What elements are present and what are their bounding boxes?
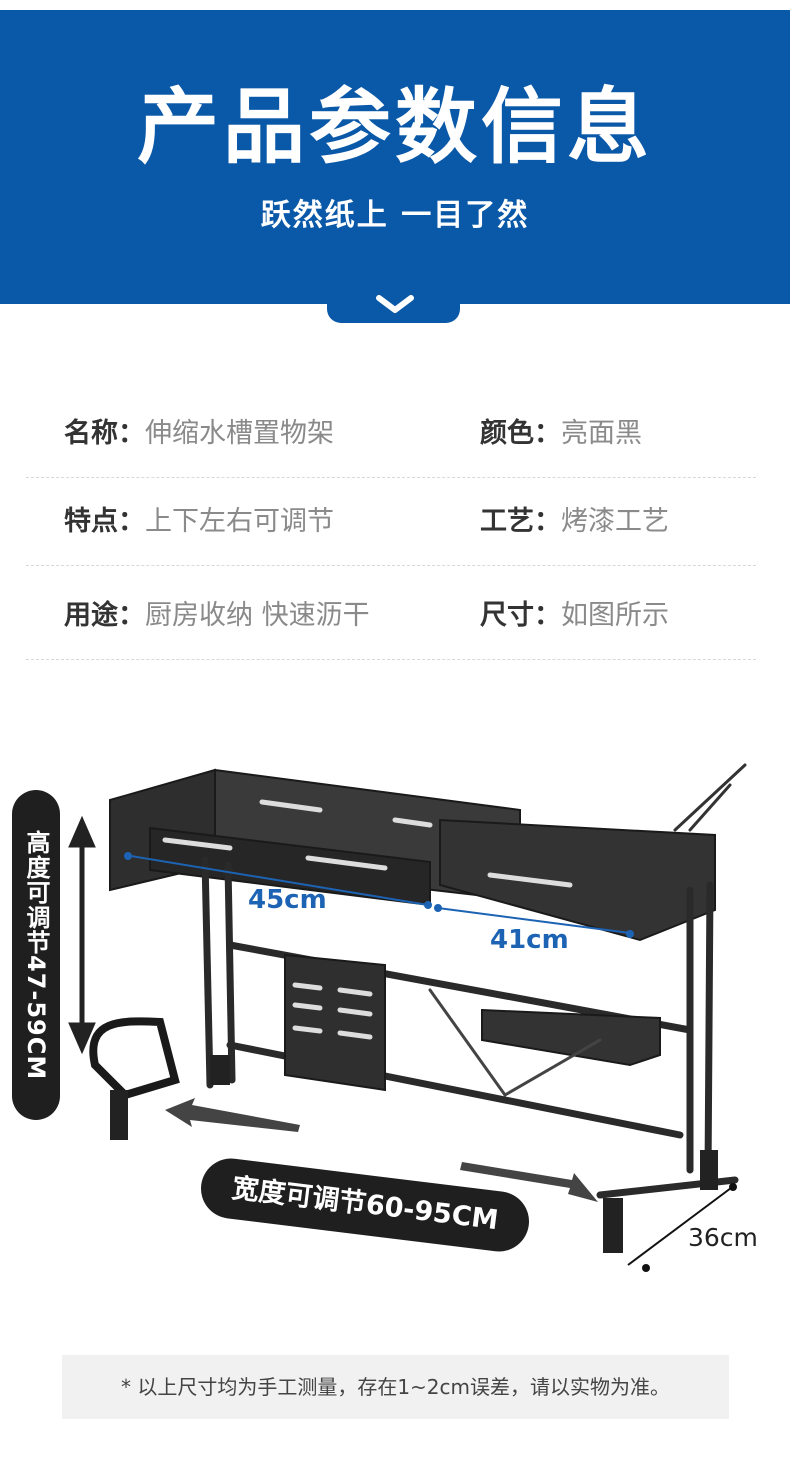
- product-diagram: [68, 763, 747, 1272]
- chevron-down-icon: [376, 295, 414, 313]
- header-banner: [0, 10, 790, 304]
- length-left-label: 45cm: [248, 885, 327, 915]
- spec-feature: 特点：上下左右可调节: [64, 506, 334, 537]
- page-subtitle: 跃然纸上 一目了然: [260, 198, 530, 233]
- spec-craft: 工艺：烤漆工艺: [480, 506, 669, 537]
- spec-usage: 用途：厨房收纳 快速沥干: [64, 600, 370, 631]
- length-right-label: 41cm: [490, 925, 569, 955]
- disclaimer-box: * 以上尺寸均为手工测量，存在1~2cm误差，请以实物为准。: [62, 1355, 729, 1419]
- width-arrow-right: [460, 1162, 598, 1202]
- rack-illustration: [89, 763, 747, 1253]
- spec-row: 用途：厨房收纳 快速沥干 尺寸：如图所示: [26, 572, 756, 660]
- height-arrow: [68, 815, 96, 1055]
- height-label: 高度可调节47-59CM: [22, 829, 50, 1081]
- depth-label: 36cm: [688, 1223, 758, 1252]
- divider: [26, 565, 756, 566]
- width-arrow-left: [165, 1098, 300, 1132]
- height-badge: [12, 790, 60, 1120]
- spec-color: 颜色：亮面黑: [480, 418, 642, 449]
- spec-row: 名称：伸缩水槽置物架 颜色：亮面黑: [26, 390, 756, 478]
- disclaimer-text: * 以上尺寸均为手工测量，存在1~2cm误差，请以实物为准。: [120, 1375, 671, 1399]
- length-dimension-lines: [124, 852, 634, 938]
- spec-row: 特点：上下左右可调节 工艺：烤漆工艺: [26, 478, 756, 566]
- divider: [26, 477, 756, 478]
- page-title: 产品参数信息: [136, 80, 653, 175]
- depth-dimension-line: [627, 1183, 737, 1272]
- divider: [26, 659, 756, 660]
- spec-size: 尺寸：如图所示: [480, 600, 669, 631]
- spec-name: 名称：伸缩水槽置物架: [64, 418, 334, 449]
